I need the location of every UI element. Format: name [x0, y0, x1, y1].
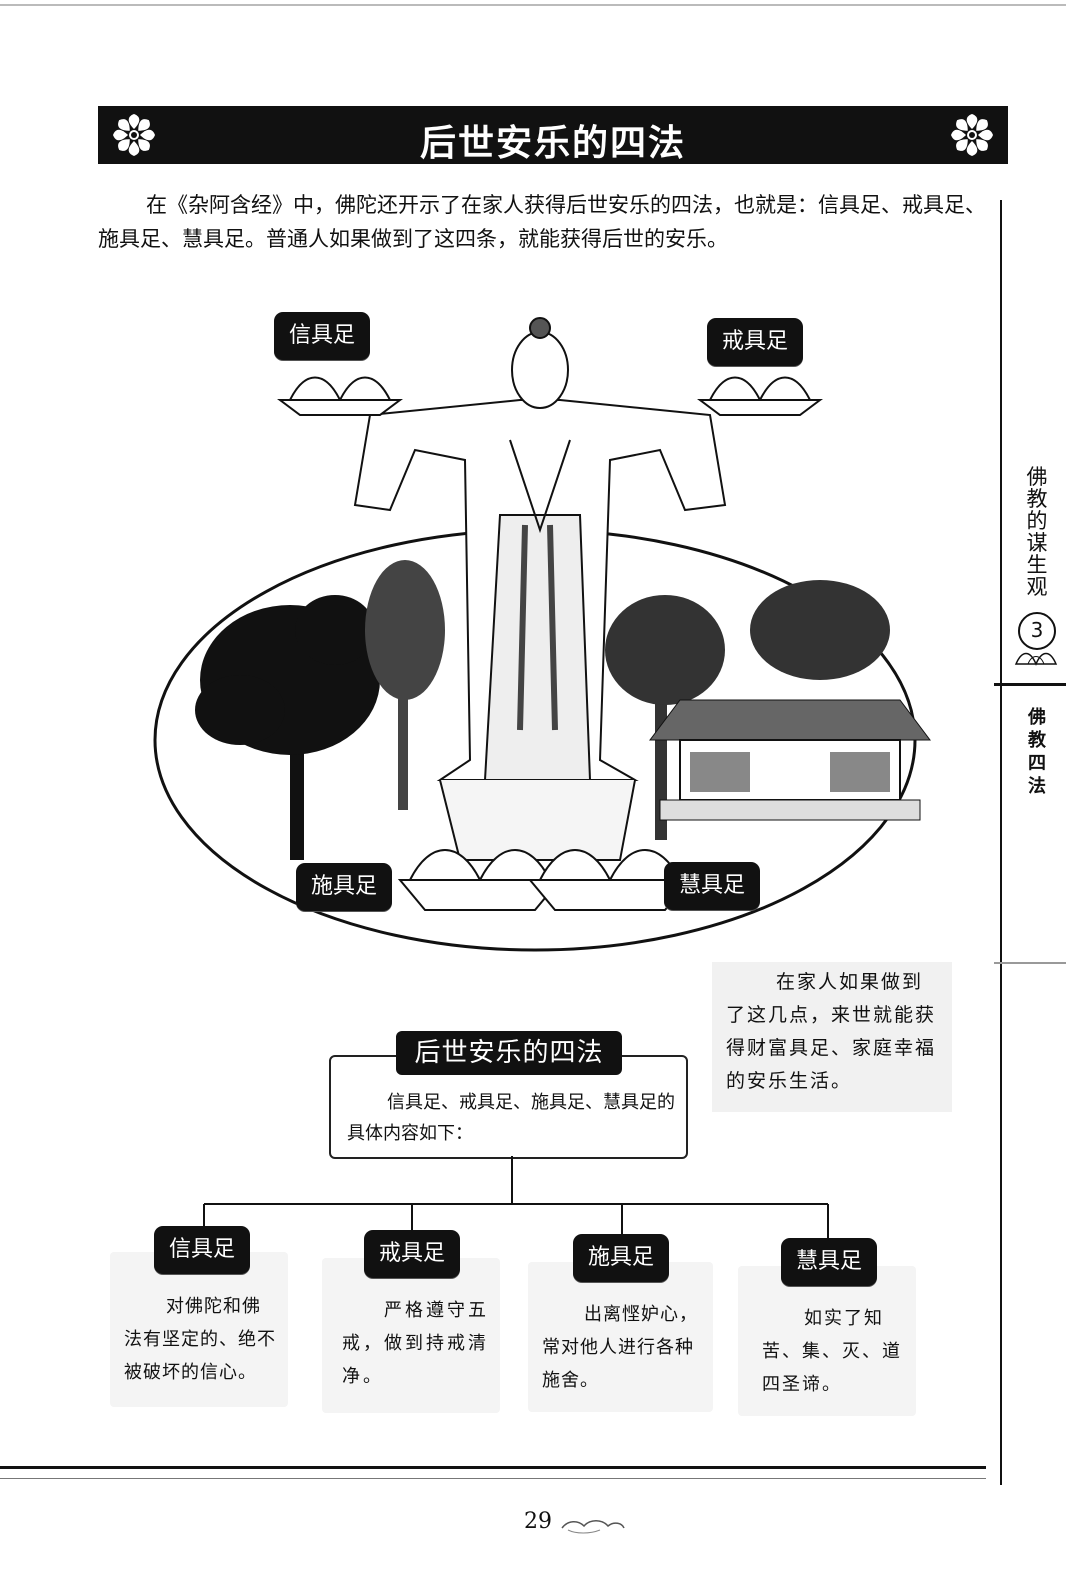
- diagram-card-giving: 出离悭妒心，常对他人进行各种施舍。: [528, 1262, 713, 1412]
- card-label-wisdom: 慧具足: [781, 1238, 877, 1286]
- card-label-giving: 施具足: [573, 1234, 669, 1282]
- lotus-small-icon: [1014, 652, 1058, 666]
- card-text: 如实了知苦、集、灭、道四圣谛。: [762, 1308, 902, 1395]
- bottom-rule: [0, 1466, 986, 1469]
- lotus-icon: [527, 849, 693, 911]
- diagram-title: 后世安乐的四法: [396, 1031, 622, 1075]
- lotus-icon: [397, 849, 563, 911]
- cloud-ornament-icon: [561, 1520, 625, 1534]
- tree-icon: [365, 560, 445, 810]
- label-faith: 信具足: [274, 312, 370, 360]
- card-text: 严格遵守五戒，做到持戒清净。: [342, 1300, 489, 1387]
- page-number: 29: [524, 1509, 552, 1534]
- lotus-ornament-icon: [951, 114, 993, 156]
- card-label-precepts: 戒具足: [364, 1230, 460, 1278]
- label-wisdom: 慧具足: [664, 862, 760, 910]
- lotus-ornament-icon: [113, 114, 155, 156]
- bottom-rule-thin: [0, 1478, 986, 1479]
- page-title: 后世安乐的四法: [419, 123, 686, 164]
- chapter-title: 佛教的谋生观: [1026, 465, 1048, 599]
- lotus-icon: [697, 376, 823, 416]
- label-giving: 施具足: [296, 863, 392, 911]
- diagram-card-faith: 对佛陀和佛法有坚定的、绝不被破坏的信心。: [110, 1252, 288, 1407]
- tree-icon: [195, 595, 380, 860]
- margin-rule: [1000, 200, 1002, 1485]
- lotus-icon: [277, 376, 403, 416]
- tab-divider-lower: [994, 962, 1066, 964]
- tree-icon: [605, 580, 890, 840]
- card-text: 出离悭妒心，常对他人进行各种施舍。: [542, 1304, 698, 1391]
- illustration: [153, 317, 931, 952]
- card-label-faith: 信具足: [154, 1226, 250, 1274]
- intro-paragraph: 在《杂阿含经》中，佛陀还开示了在家人获得后世安乐的四法，也就是：信具足、戒具足、…: [98, 193, 986, 251]
- card-text: 对佛陀和佛法有坚定的、绝不被破坏的信心。: [124, 1296, 276, 1383]
- diagram-subtitle: 信具足、戒具足、施具足、慧具足的具体内容如下：: [347, 1092, 675, 1144]
- section-title-bar: 后世安乐的四法: [98, 106, 1008, 164]
- section-tab-title: 佛教四法: [1028, 707, 1046, 797]
- label-precepts: 戒具足: [707, 318, 803, 366]
- pavilion-icon: [649, 699, 931, 821]
- monk-figure: [353, 317, 727, 861]
- diagram-card-wisdom: 如实了知苦、集、灭、道四圣谛。: [738, 1266, 916, 1416]
- chapter-number-badge: 3: [1018, 612, 1056, 650]
- diagram-card-precepts: 严格遵守五戒，做到持戒清净。: [322, 1258, 500, 1413]
- tab-divider: [994, 683, 1066, 686]
- diagram-connectors: [203, 1156, 829, 1242]
- side-note: 在家人如果做到了这几点，来世就能获得财富具足、家庭幸福的安乐生活。: [712, 962, 952, 1112]
- top-rule: [0, 4, 1066, 6]
